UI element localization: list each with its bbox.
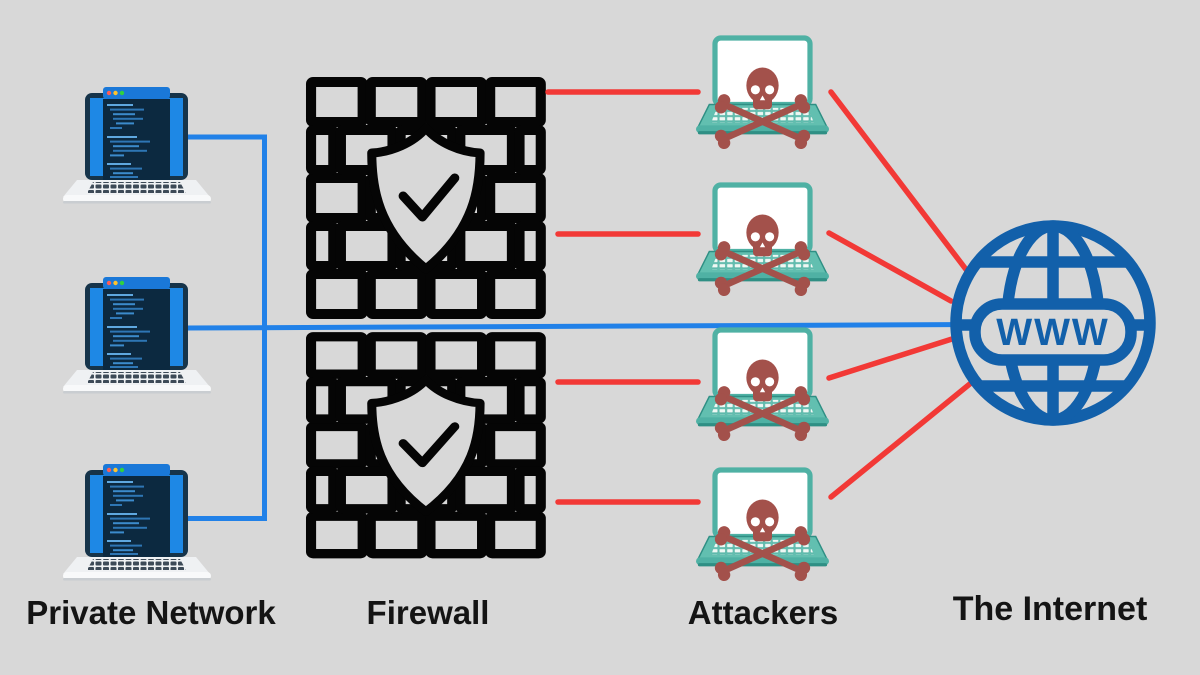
attacker-1-internet-line [828,89,974,279]
attacker-laptop-2 [696,185,829,298]
attacker-laptop-1 [696,38,829,151]
attacker-laptop-4 [696,470,829,583]
internet-globe-icon: WWW [956,226,1150,420]
allowed-connection-line [184,322,978,331]
internet-label: The Internet [953,590,1148,628]
attacker-4-internet-line [828,380,974,500]
attacker-laptop-3 [696,330,829,443]
www-badge: WWW [996,312,1110,354]
private-network-label: Private Network [26,594,276,631]
attackers-label: Attackers [688,594,838,631]
attacker-2-internet-line [826,230,954,304]
attacker-3-internet-line [826,336,955,381]
firewall-label: Firewall [367,594,490,631]
